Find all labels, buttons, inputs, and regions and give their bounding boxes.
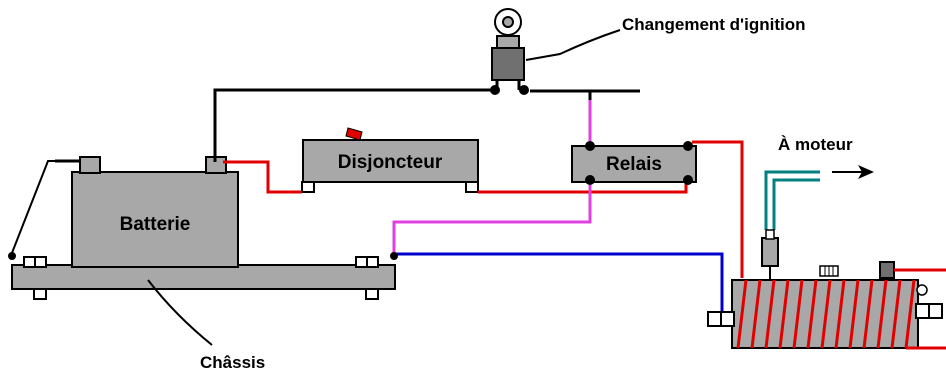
chassis [11,256,396,300]
blue-wire [394,252,724,318]
chassis-wire-node [390,252,398,260]
chassis-label: Châssis [200,353,265,372]
circuit-breaker: Disjoncteur [301,127,479,193]
ignition-label: Changement d'ignition [622,15,805,34]
ignition-switch [490,8,621,95]
ignition-coil [707,229,946,350]
breaker-label: Disjoncteur [338,152,443,173]
relay-label: Relais [606,154,662,175]
black-wire [213,88,640,162]
pink-wire [392,100,592,256]
battery: Batterie [71,156,239,268]
to-motor-arrow [832,165,874,179]
battery-label: Batterie [120,214,191,235]
teal-line [764,170,820,230]
relay: Relais [571,141,697,185]
to-motor-label: À moteur [778,135,853,154]
chassis-leader [147,279,213,346]
ground-strap [8,159,80,260]
